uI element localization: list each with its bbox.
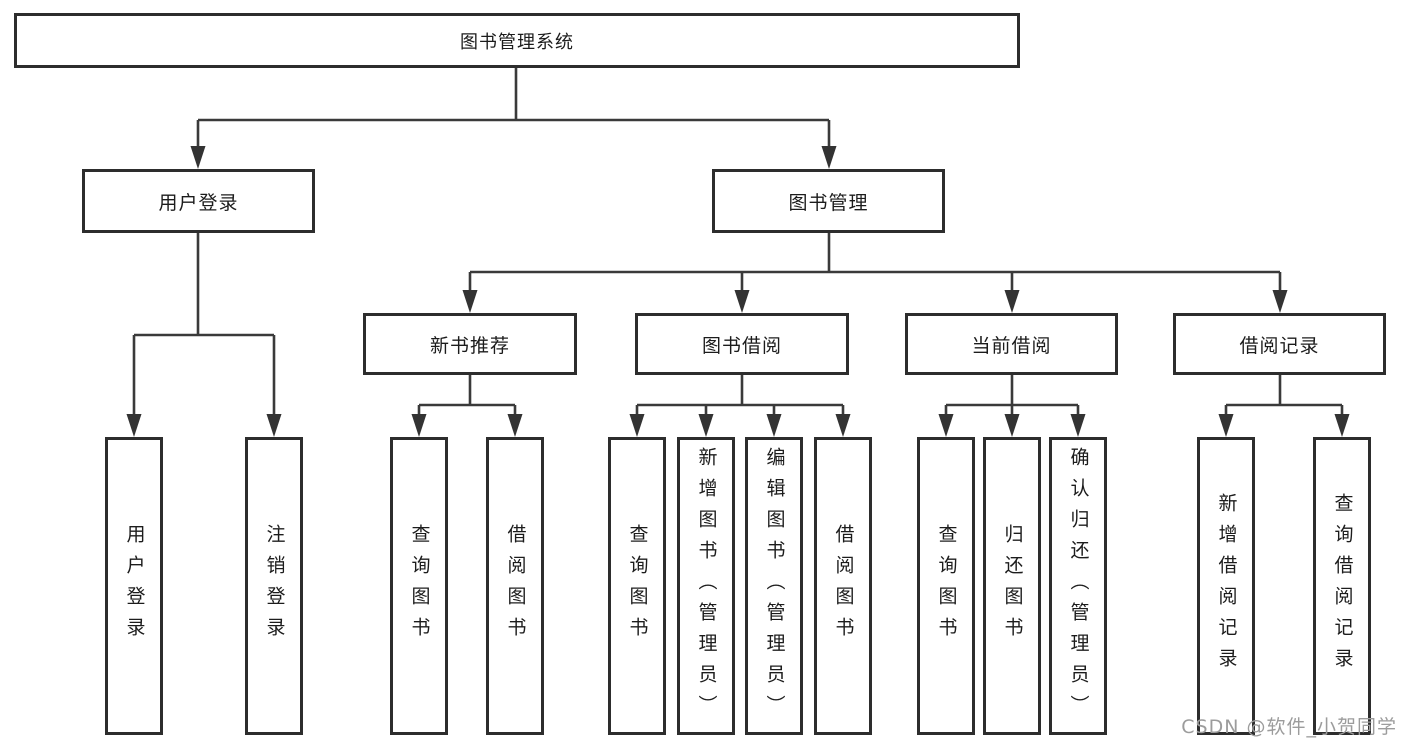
leaf-label: 归还图书 (1001, 524, 1024, 648)
leaf-label: 查询图书 (408, 524, 431, 648)
leaf-borrow-book-borrowing: 借阅图书 (814, 437, 872, 735)
node-label: 图书管理 (788, 191, 869, 214)
leaf-query-book-borrowing: 查询图书 (608, 437, 666, 735)
node-label: 图书借阅 (701, 334, 782, 357)
leaf-user-login: 用户登录 (105, 437, 163, 735)
leaf-label: 用户登录 (123, 524, 146, 648)
leaf-label: 新增借阅记录 (1215, 493, 1238, 679)
leaf-label: 编辑图书（管理员） (763, 446, 786, 726)
node-label: 当前借阅 (971, 334, 1052, 357)
leaf-edit-book-admin: 编辑图书（管理员） (745, 437, 803, 735)
leaf-label: 新增图书（管理员） (695, 446, 718, 726)
node-label: 图书管理系统 (460, 31, 574, 53)
node-label: 借阅记录 (1239, 334, 1320, 357)
node-borrowing-records: 借阅记录 (1173, 313, 1386, 375)
leaf-borrow-book-newbook: 借阅图书 (486, 437, 544, 735)
node-book-management: 图书管理 (712, 169, 945, 233)
node-library-system: 图书管理系统 (14, 13, 1020, 68)
leaf-query-book-newbook: 查询图书 (390, 437, 448, 735)
leaf-query-book-current: 查询图书 (917, 437, 975, 735)
leaf-return-book: 归还图书 (983, 437, 1041, 735)
leaf-label: 查询图书 (935, 524, 958, 648)
leaf-label: 借阅图书 (504, 524, 527, 648)
node-label: 用户登录 (158, 191, 239, 214)
csdn-watermark: CSDN @软件_小贺同学 (1181, 716, 1397, 738)
leaf-query-borrow-record: 查询借阅记录 (1313, 437, 1371, 735)
node-user-login: 用户登录 (82, 169, 315, 233)
leaf-confirm-return-admin: 确认归还（管理员） (1049, 437, 1107, 735)
leaf-add-borrow-record: 新增借阅记录 (1197, 437, 1255, 735)
leaf-label: 注销登录 (263, 524, 286, 648)
node-current-borrowing: 当前借阅 (905, 313, 1118, 375)
leaf-logout: 注销登录 (245, 437, 303, 735)
node-label: 新书推荐 (429, 334, 510, 357)
leaf-label: 查询借阅记录 (1331, 493, 1354, 679)
node-new-book-recommendation: 新书推荐 (363, 313, 577, 375)
leaf-label: 查询图书 (626, 524, 649, 648)
leaf-label: 确认归还（管理员） (1067, 446, 1090, 726)
leaf-add-book-admin: 新增图书（管理员） (677, 437, 735, 735)
node-book-borrowing: 图书借阅 (635, 313, 849, 375)
leaf-label: 借阅图书 (832, 524, 855, 648)
